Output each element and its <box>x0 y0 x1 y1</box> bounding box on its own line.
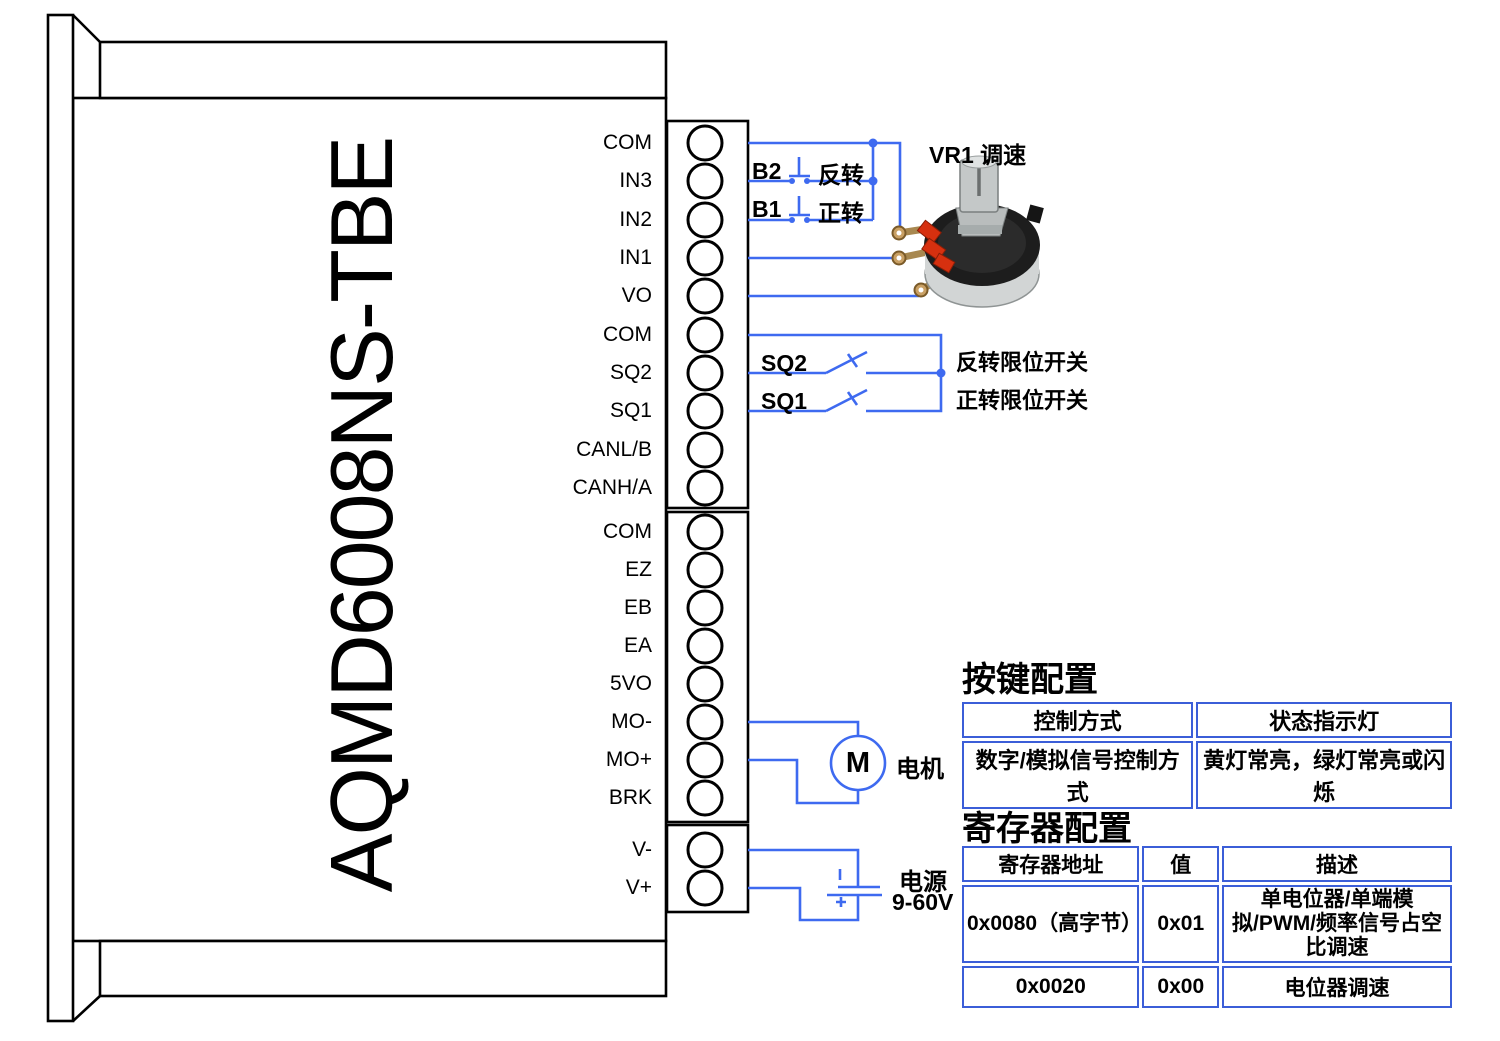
device-bottom-cap <box>98 939 668 998</box>
terminal-label-v-plus: V+ <box>625 876 652 899</box>
motor-circle <box>829 734 887 792</box>
b1-button-symbol <box>789 196 810 217</box>
keys-table-title: 按键配置 <box>962 661 1098 699</box>
battery-plus-mark <box>836 897 846 907</box>
pot-shaft-top <box>961 155 997 169</box>
b1-action-label: 正转 <box>818 200 864 226</box>
potentiometer-illustration <box>891 155 1044 308</box>
terminal-screws <box>686 124 724 907</box>
sq1-switch-symbol <box>825 388 868 413</box>
keys-header-status-led: 状态指示灯 <box>1196 702 1452 738</box>
wire-com-pot <box>748 141 902 229</box>
terminal-label-mo-minus: MO- <box>611 710 652 733</box>
sq1-desc-label: 正转限位开关 <box>956 388 1089 413</box>
device-flange <box>46 13 75 1023</box>
pot-lug-eyelets <box>891 225 929 298</box>
sq2-switch-symbol <box>825 350 868 375</box>
registers-header-value: 值 <box>1142 846 1220 882</box>
device-bottom-bevel <box>72 995 101 1022</box>
registers-table-title: 寄存器配置 <box>962 810 1132 848</box>
battery-symbol <box>827 869 882 907</box>
terminal-label-com-1: COM <box>603 131 652 154</box>
terminal-label-canlb: CANL/B <box>576 438 652 461</box>
motor-symbol-letter: M <box>845 747 871 779</box>
b2-action-label: 反转 <box>818 162 864 188</box>
device-top-bevel <box>72 14 101 43</box>
wire-mo-plus <box>748 758 860 805</box>
wire-mo-minus <box>748 720 860 736</box>
terminal-label-5vo: 5VO <box>609 672 652 695</box>
device-body <box>71 96 668 943</box>
keys-config-table: 控制方式 状态指示灯 数字/模拟信号控制方式 黄灯常亮，绿灯常亮或闪烁 <box>959 699 1455 812</box>
registers-row2-address: 0x0020 <box>962 966 1140 1008</box>
terminal-blocks <box>665 119 750 914</box>
wire-v-plus <box>748 886 860 922</box>
terminal-label-sq1: SQ1 <box>609 399 652 422</box>
keys-header-control-mode: 控制方式 <box>962 702 1194 738</box>
terminal-label-brk: BRK <box>608 786 652 809</box>
keys-row-control-mode: 数字/模拟信号控制方式 <box>962 741 1194 809</box>
terminal-label-vo: VO <box>621 284 652 307</box>
pot-tab <box>1026 204 1044 224</box>
terminal-label-in3: IN3 <box>619 169 652 192</box>
sq2-switch-label: SQ2 <box>761 350 808 376</box>
vr1-speed-label: VR1 调速 <box>929 142 1027 168</box>
device-outline <box>46 13 668 1023</box>
registers-row2-desc: 电位器调速 <box>1222 966 1452 1008</box>
terminal-label-canha: CANH/A <box>572 476 652 499</box>
registers-header-address: 寄存器地址 <box>962 846 1140 882</box>
power-range-label: 9-60V <box>892 889 954 915</box>
registers-config-table: 寄存器地址 值 描述 0x0080（高字节） 0x01 单电位器/单端模拟/PW… <box>959 843 1455 1011</box>
power-label: 电源 <box>899 869 947 896</box>
terminal-label-in1: IN1 <box>619 246 652 269</box>
device-model-text: AQMD6008NS-TBE <box>312 137 411 893</box>
terminal-label-mo-plus: MO+ <box>605 748 652 771</box>
terminal-label-in2: IN2 <box>619 208 652 231</box>
pot-terminal-red-1 <box>916 219 942 244</box>
registers-row2-value: 0x00 <box>1142 966 1220 1008</box>
b1-button-label: B1 <box>752 196 782 222</box>
terminal-label-ea: EA <box>623 634 652 657</box>
registers-row1-address: 0x0080（高字节） <box>962 885 1142 963</box>
motor-label: 电机 <box>896 756 944 783</box>
b2-button-symbol <box>789 157 810 178</box>
sq2-desc-label: 反转限位开关 <box>956 350 1089 375</box>
wire-v-minus <box>748 848 860 887</box>
registers-row1-value: 0x01 <box>1142 885 1220 963</box>
terminal-label-sq2: SQ2 <box>609 361 652 384</box>
pot-nut <box>958 225 1002 234</box>
wires <box>748 141 943 922</box>
wire-dots <box>789 138 946 378</box>
registers-row1-desc: 单电位器/单端模拟/PWM/频率信号占空比调速 <box>1222 885 1452 963</box>
terminal-label-eb: EB <box>623 596 652 619</box>
terminal-label-ez: EZ <box>625 558 652 581</box>
pot-terminal-red-3 <box>932 252 956 274</box>
device-top-cap <box>98 40 668 100</box>
terminal-label-com-3: COM <box>603 520 652 543</box>
b2-button-label: B2 <box>752 158 782 184</box>
terminal-label-v-minus: V- <box>632 838 652 861</box>
registers-header-desc: 描述 <box>1222 846 1452 882</box>
terminal-label-com-2: COM <box>603 323 652 346</box>
keys-row-status-led: 黄灯常亮，绿灯常亮或闪烁 <box>1196 741 1452 809</box>
sq1-switch-label: SQ1 <box>761 388 808 414</box>
